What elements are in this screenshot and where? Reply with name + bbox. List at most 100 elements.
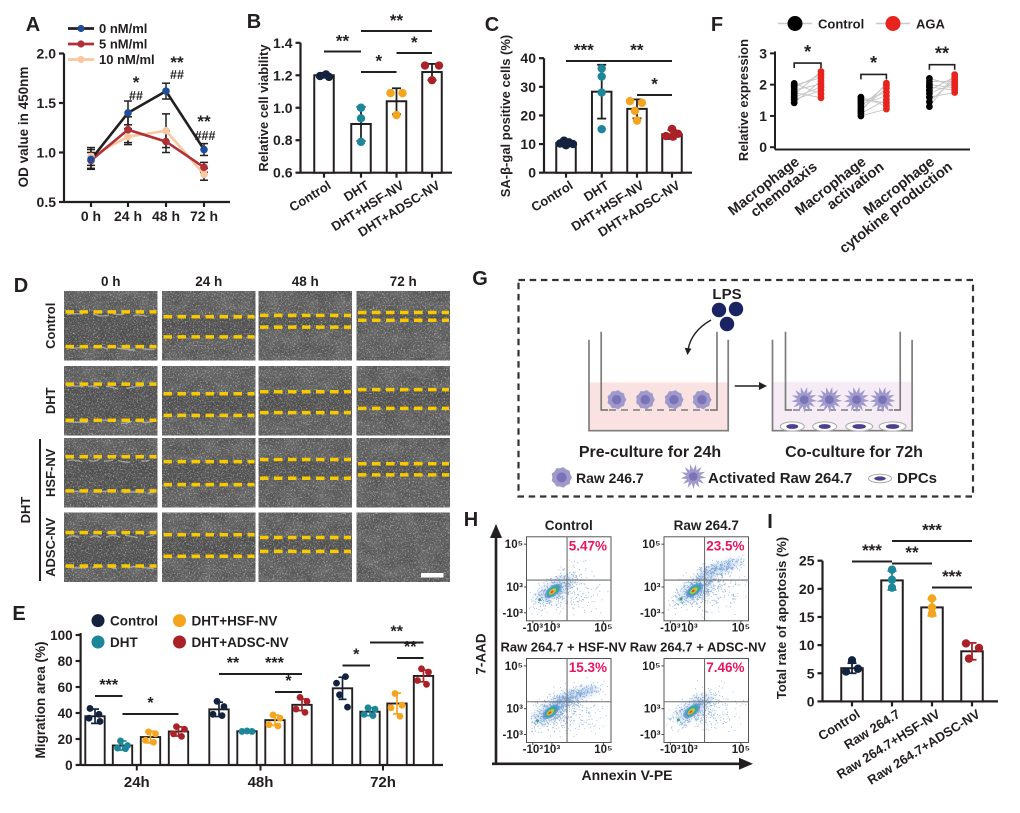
svg-text:10³: 10³	[644, 704, 661, 716]
svg-text:Control: Control	[286, 178, 333, 215]
svg-text:48 h: 48 h	[152, 208, 180, 224]
svg-text:*: *	[147, 695, 154, 712]
svg-text:**: **	[390, 11, 404, 30]
svg-text:10⁵: 10⁵	[505, 661, 523, 673]
svg-text:0 nM/ml: 0 nM/ml	[99, 21, 147, 36]
svg-text:*: *	[870, 53, 877, 73]
svg-text:72h: 72h	[370, 774, 396, 791]
svg-text:Control: Control	[545, 518, 593, 533]
svg-text:Control: Control	[818, 17, 864, 32]
svg-text:10: 10	[520, 136, 536, 152]
svg-text:D: D	[14, 275, 28, 297]
svg-text:20: 20	[58, 732, 73, 747]
svg-text:Raw 264.7 + ADSC-NV: Raw 264.7 + ADSC-NV	[630, 640, 767, 655]
svg-text:48 h: 48 h	[292, 274, 319, 289]
svg-text:***: ***	[99, 677, 118, 694]
svg-text:DHT: DHT	[110, 635, 138, 650]
svg-text:-10³: -10³	[640, 730, 661, 742]
svg-text:Total rate of apoptosis (%): Total rate of apoptosis (%)	[774, 537, 789, 699]
svg-text:-10³: -10³	[660, 622, 681, 634]
svg-text:**: **	[630, 41, 644, 60]
svg-text:0 h: 0 h	[81, 208, 101, 224]
svg-text:C: C	[485, 14, 499, 36]
svg-text:-10³: -10³	[640, 608, 661, 620]
svg-text:20: 20	[520, 107, 536, 123]
svg-text:40: 40	[58, 706, 73, 721]
svg-text:**: **	[404, 639, 417, 656]
svg-text:60: 60	[58, 680, 73, 695]
svg-text:25: 25	[799, 553, 815, 569]
svg-text:40: 40	[520, 50, 536, 66]
svg-text:**: **	[227, 655, 240, 672]
svg-text:AGA: AGA	[916, 17, 946, 32]
svg-text:HSF-NV: HSF-NV	[43, 448, 58, 497]
svg-text:A: A	[26, 14, 40, 36]
svg-text:10³: 10³	[506, 582, 523, 594]
svg-text:-10³: -10³	[503, 730, 524, 742]
svg-text:ADSC-NV: ADSC-NV	[43, 517, 58, 577]
svg-text:10³: 10³	[644, 582, 661, 594]
svg-text:Control: Control	[43, 303, 58, 349]
svg-text:Co-culture for 72h: Co-culture for 72h	[785, 444, 923, 461]
svg-text:*: *	[133, 73, 140, 92]
svg-text:80: 80	[58, 654, 73, 669]
svg-text:*: *	[285, 673, 292, 690]
svg-text:1.0: 1.0	[273, 100, 293, 116]
svg-text:*: *	[651, 75, 658, 94]
svg-text:10³: 10³	[681, 622, 698, 634]
svg-text:0: 0	[807, 693, 815, 709]
svg-text:Relative expression: Relative expression	[736, 39, 751, 161]
svg-text:10 nM/ml: 10 nM/ml	[99, 52, 155, 67]
svg-text:10⁵: 10⁵	[505, 539, 523, 551]
svg-text:1.4: 1.4	[273, 35, 293, 51]
svg-text:**: **	[935, 44, 949, 64]
svg-text:***: ***	[922, 521, 942, 540]
svg-text:*: *	[353, 647, 360, 664]
svg-text:20: 20	[799, 581, 815, 597]
svg-text:Activated Raw 264.7: Activated Raw 264.7	[708, 470, 852, 487]
svg-text:7-AAD: 7-AAD	[474, 633, 489, 675]
svg-text:2.0: 2.0	[37, 46, 57, 62]
svg-text:72 h: 72 h	[390, 274, 417, 289]
svg-text:##: ##	[170, 68, 184, 82]
svg-text:30: 30	[520, 79, 536, 95]
svg-text:48h: 48h	[248, 774, 274, 791]
svg-text:*: *	[375, 52, 382, 71]
svg-text:5: 5	[807, 665, 815, 681]
svg-text:10⁵: 10⁵	[594, 622, 612, 634]
svg-text:**: **	[170, 53, 184, 72]
svg-text:10³: 10³	[544, 744, 561, 756]
svg-text:Relative cell viability: Relative cell viability	[256, 44, 271, 172]
svg-text:1.5: 1.5	[37, 95, 57, 111]
svg-text:-10³: -10³	[660, 744, 681, 756]
svg-text:24 h: 24 h	[114, 208, 142, 224]
svg-text:0: 0	[759, 139, 767, 155]
svg-text:G: G	[472, 268, 488, 290]
svg-text:100: 100	[50, 628, 73, 643]
svg-text:F: F	[711, 14, 723, 36]
svg-text:***: ***	[942, 567, 962, 586]
svg-text:**: **	[336, 32, 350, 51]
svg-text:DHT: DHT	[18, 497, 33, 524]
svg-text:10³: 10³	[506, 704, 523, 716]
svg-text:-10³: -10³	[523, 744, 544, 756]
svg-text:72 h: 72 h	[190, 208, 218, 224]
svg-text:I: I	[767, 511, 773, 533]
svg-text:10³: 10³	[681, 744, 698, 756]
svg-text:0: 0	[528, 165, 536, 181]
svg-text:0.8: 0.8	[273, 132, 293, 148]
svg-text:Pre-culture for 24h: Pre-culture for 24h	[579, 444, 721, 461]
svg-text:Raw 264.7 + HSF-NV: Raw 264.7 + HSF-NV	[500, 640, 626, 655]
svg-text:10³: 10³	[544, 622, 561, 634]
svg-text:###: ###	[195, 129, 216, 143]
svg-text:DHT+HSF-NV: DHT+HSF-NV	[192, 614, 278, 629]
svg-text:0: 0	[65, 758, 73, 773]
svg-text:SA-β-gal positive cells (%): SA-β-gal positive cells (%)	[498, 35, 513, 198]
svg-text:Annexin V-PE: Annexin V-PE	[581, 767, 672, 783]
svg-text:LPS: LPS	[712, 286, 741, 303]
svg-text:DPCs: DPCs	[897, 470, 937, 487]
svg-text:7.46%: 7.46%	[706, 660, 744, 675]
svg-text:3: 3	[759, 45, 767, 61]
svg-text:24h: 24h	[124, 774, 150, 791]
svg-text:10⁵: 10⁵	[642, 539, 660, 551]
